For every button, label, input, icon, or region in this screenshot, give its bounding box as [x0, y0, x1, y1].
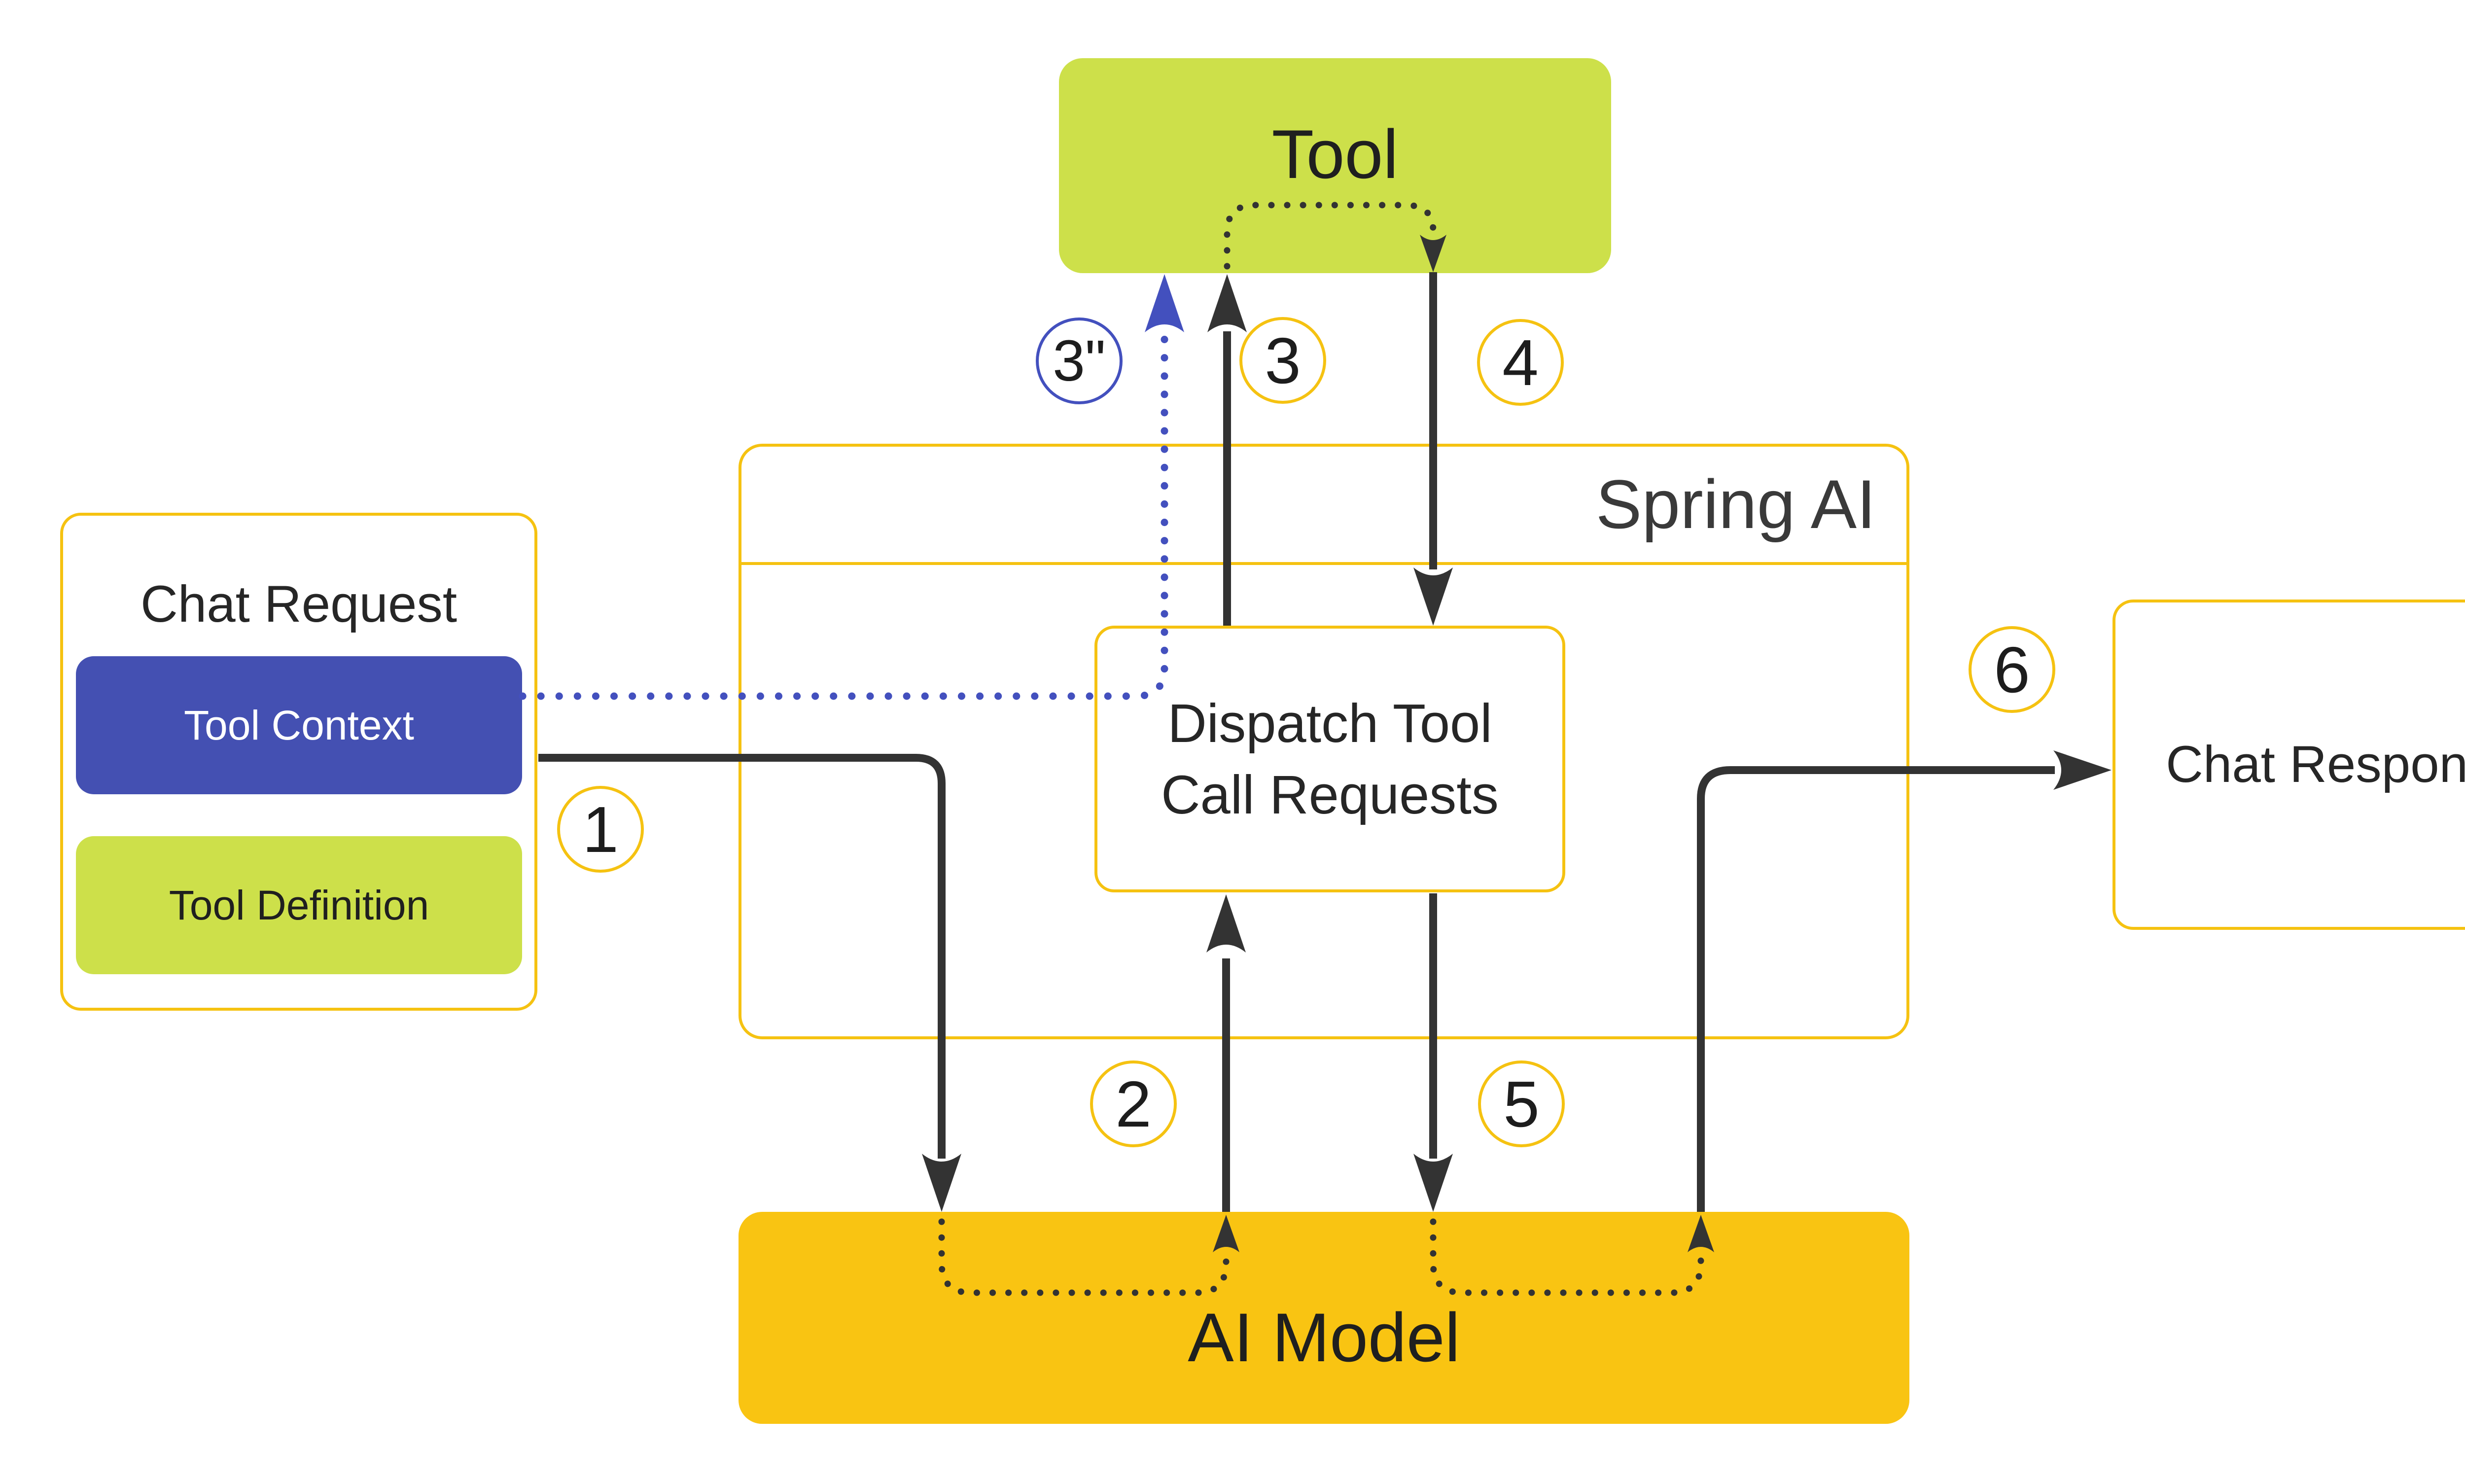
- node-tool-context: Tool Context: [76, 656, 522, 794]
- step-6-badge: 6: [1969, 626, 2055, 713]
- step-3-badge: 3: [1239, 317, 1326, 404]
- node-ai-model: AI Model: [739, 1212, 1909, 1424]
- container-spring-ai: Spring AI: [739, 444, 1909, 1039]
- tool-context-label: Tool Context: [184, 702, 414, 748]
- step-4-badge: 4: [1477, 319, 1564, 406]
- dispatch-label-line1: Dispatch Tool: [1167, 693, 1492, 754]
- node-chat-response: Chat Response: [2113, 600, 2465, 930]
- spring-ai-label: Spring AI: [1595, 465, 1876, 543]
- tool-label: Tool: [1271, 115, 1399, 193]
- tool-definition-label: Tool Definition: [169, 882, 429, 928]
- step-3-prime-badge: 3": [1036, 318, 1123, 404]
- step-5-badge: 5: [1478, 1060, 1565, 1147]
- step-2-badge: 2: [1090, 1060, 1177, 1147]
- node-chat-request: Chat Request Tool Context Tool Definitio…: [60, 513, 537, 1011]
- node-tool: Tool: [1059, 58, 1611, 273]
- spring-ai-header: Spring AI: [741, 447, 1906, 565]
- node-tool-definition: Tool Definition: [76, 836, 522, 974]
- node-dispatch-tool-call-requests: Dispatch Tool Call Requests: [1094, 626, 1565, 892]
- dispatch-label-line2: Call Requests: [1161, 764, 1499, 825]
- chat-request-title: Chat Request: [140, 575, 458, 633]
- step-1-badge: 1: [557, 786, 644, 873]
- chat-response-label: Chat Response: [2166, 736, 2465, 793]
- ai-model-label: AI Model: [1188, 1299, 1460, 1376]
